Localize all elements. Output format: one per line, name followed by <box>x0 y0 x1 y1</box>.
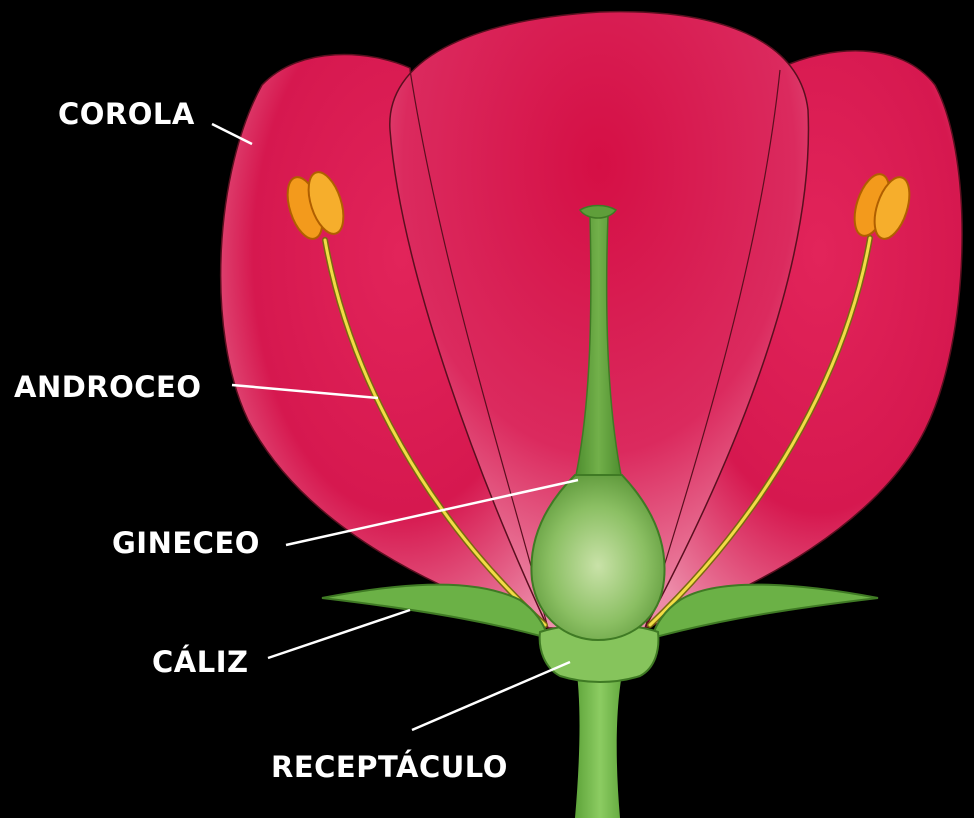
pointer-caliz <box>267 608 411 660</box>
sepal-right <box>650 583 879 640</box>
label-corola: COROLA <box>58 97 195 131</box>
pointer-androceo <box>231 383 379 400</box>
pointer-receptaculo <box>411 660 571 732</box>
filament-right-inner <box>648 236 872 627</box>
stem <box>575 660 625 818</box>
label-androceo: ANDROCEO <box>14 370 202 404</box>
stigma <box>578 204 618 219</box>
ovary <box>530 474 666 642</box>
label-receptaculo: RECEPTÁCULO <box>271 750 508 784</box>
sepal-left <box>321 583 550 640</box>
label-caliz: CÁLIZ <box>152 645 249 679</box>
petal-fold-line-left <box>409 69 549 629</box>
anther-left <box>286 171 345 240</box>
anther-right <box>853 173 911 240</box>
pointer-gineceo <box>285 478 579 547</box>
label-gineceo: GINECEO <box>112 526 260 560</box>
filament-left-inner <box>323 238 547 627</box>
petal-fold-line-right <box>644 69 781 629</box>
pointer-corola <box>211 122 253 146</box>
